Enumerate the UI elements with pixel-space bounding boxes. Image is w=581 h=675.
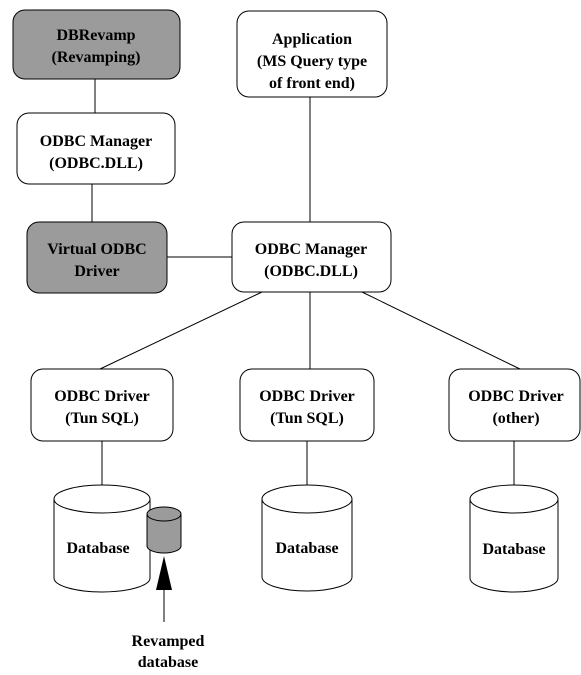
database-2-cylinder: Database bbox=[261, 484, 353, 592]
database-1-cylinder: Database bbox=[53, 484, 151, 593]
node-application-title: Application bbox=[272, 31, 352, 48]
revamped-database-cylinder bbox=[146, 506, 182, 554]
node-odbc-driver-2: ODBC Driver (Tun SQL) bbox=[239, 368, 375, 442]
connector-manager-to-driver-3 bbox=[361, 291, 521, 370]
node-application-line2: (MS Query type bbox=[257, 53, 367, 70]
node-application-line3: of front end) bbox=[269, 75, 355, 92]
node-odbc-driver-2-subtitle: (Tun SQL) bbox=[270, 410, 344, 427]
annotation-line2: database bbox=[138, 654, 198, 671]
node-virtual-odbc-driver: Virtual ODBC Driver bbox=[26, 221, 168, 294]
node-odbc-driver-1: ODBC Driver (Tun SQL) bbox=[30, 368, 174, 442]
node-virtual-odbc-driver-title: Virtual ODBC bbox=[47, 241, 146, 258]
node-odbc-manager-center-title: ODBC Manager bbox=[255, 241, 367, 258]
node-dbrevamp-subtitle: (Revamping) bbox=[52, 49, 141, 66]
node-dbrevamp-title: DBRevamp bbox=[56, 27, 135, 44]
arrow-up-icon bbox=[156, 556, 172, 590]
node-odbc-driver-3: ODBC Driver (other) bbox=[448, 368, 581, 442]
node-odbc-driver-3-subtitle: (other) bbox=[492, 410, 539, 427]
node-odbc-manager-left-title: ODBC Manager bbox=[40, 133, 152, 150]
revamped-arrow bbox=[156, 556, 172, 622]
node-odbc-driver-3-title: ODBC Driver bbox=[468, 388, 564, 405]
database-3-cylinder: Database bbox=[469, 484, 559, 593]
node-odbc-driver-1-subtitle: (Tun SQL) bbox=[65, 410, 139, 427]
annotation-revamped-database: Revamped database bbox=[132, 633, 205, 671]
annotation-line1: Revamped bbox=[132, 633, 205, 650]
node-odbc-manager-left-subtitle: (ODBC.DLL) bbox=[49, 155, 143, 172]
node-odbc-manager-center: ODBC Manager (ODBC.DLL) bbox=[231, 221, 392, 293]
node-odbc-manager-left: ODBC Manager (ODBC.DLL) bbox=[16, 112, 176, 185]
connector-manager-to-driver-1 bbox=[99, 291, 263, 370]
node-virtual-odbc-driver-subtitle: Driver bbox=[74, 263, 119, 280]
database-1-label: Database bbox=[66, 540, 129, 557]
database-2-label: Database bbox=[275, 540, 338, 557]
node-odbc-manager-center-subtitle: (ODBC.DLL) bbox=[264, 263, 358, 280]
node-application: Application (MS Query type of front end) bbox=[236, 10, 388, 98]
node-odbc-driver-1-title: ODBC Driver bbox=[54, 388, 150, 405]
database-3-label: Database bbox=[482, 541, 545, 558]
node-dbrevamp: DBRevamp (Revamping) bbox=[12, 9, 181, 80]
node-odbc-driver-2-title: ODBC Driver bbox=[259, 388, 355, 405]
